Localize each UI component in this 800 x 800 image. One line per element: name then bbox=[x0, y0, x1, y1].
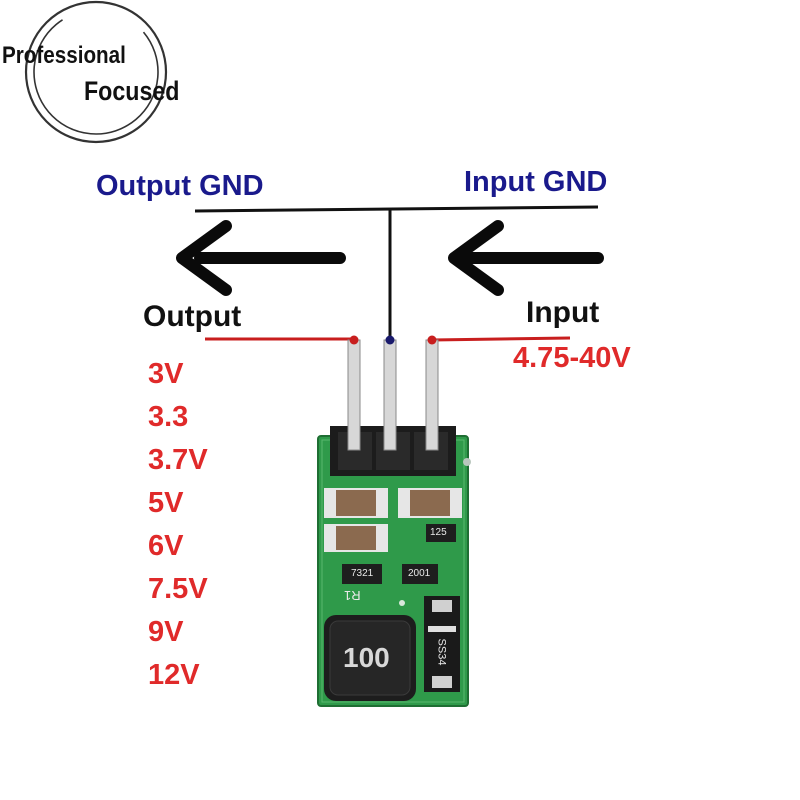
gnd-bus-line bbox=[194, 205, 599, 213]
logo-line-2: Focused bbox=[84, 76, 180, 106]
voltage-option: 7.5V bbox=[148, 573, 208, 605]
board-marking-r1: R1 bbox=[344, 588, 361, 603]
board-marking-2001: 2001 bbox=[408, 568, 431, 579]
voltage-option: 3.3 bbox=[148, 401, 189, 433]
input-pin-dot bbox=[427, 335, 437, 345]
voltage-option: 3V bbox=[148, 358, 184, 390]
output-voltage-list: 3V 3.3 3.7V 5V 6V 7.5V 9V 12V bbox=[148, 358, 208, 702]
pins bbox=[347, 335, 439, 451]
input-lead-line bbox=[431, 336, 571, 342]
voltage-option: 3.7V bbox=[148, 444, 208, 476]
capacitors bbox=[324, 488, 462, 552]
brand-logo: Professional Focused bbox=[0, 0, 200, 160]
input-arrow-icon bbox=[448, 220, 604, 296]
input-label: Input bbox=[526, 296, 600, 329]
output-label: Output bbox=[143, 300, 242, 333]
input-gnd-label: Input GND bbox=[464, 166, 608, 198]
voltage-option: 6V bbox=[148, 530, 184, 562]
diode-marking: SS34 bbox=[435, 638, 448, 666]
voltage-option: 9V bbox=[148, 616, 184, 648]
board-marking-125: 125 bbox=[430, 527, 447, 538]
inductor-marking: 100 bbox=[343, 642, 390, 673]
inductor bbox=[324, 615, 416, 701]
logo-circle-icon bbox=[24, 0, 168, 144]
input-voltage-range: 4.75-40V bbox=[513, 342, 631, 374]
voltage-option: 12V bbox=[148, 659, 200, 691]
output-gnd-label: Output GND bbox=[96, 170, 264, 202]
voltage-option: 5V bbox=[148, 487, 184, 519]
output-pin-dot bbox=[349, 335, 359, 345]
gnd-pin-dot bbox=[385, 335, 395, 345]
logo-line-1: Professional bbox=[2, 42, 126, 69]
board-marking-7321: 7321 bbox=[351, 568, 374, 579]
diode bbox=[424, 596, 460, 692]
output-arrow-icon bbox=[176, 220, 346, 296]
